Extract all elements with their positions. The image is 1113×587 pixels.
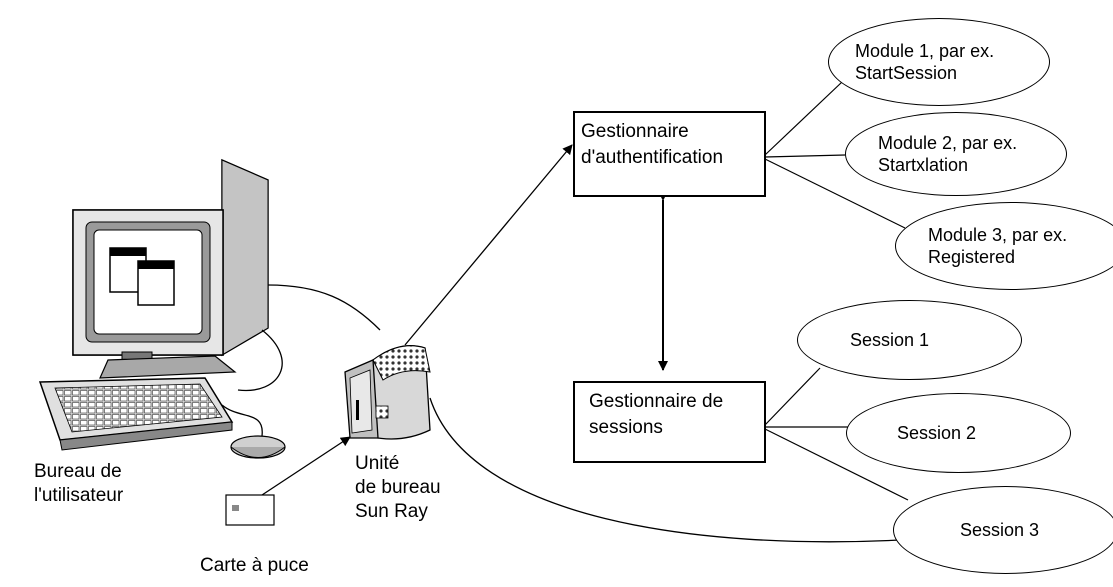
cables — [221, 284, 381, 437]
module-2-line1: Module 2, par ex. — [878, 133, 1018, 153]
module-3-line1: Module 3, par ex. — [928, 225, 1068, 245]
session-1-oval: Session 1 — [797, 300, 1022, 380]
session-2-label: Session 2 — [897, 423, 977, 443]
auth-manager-line2: d'authentification — [581, 147, 724, 168]
session-manager-line1: Gestionnaire de — [589, 391, 724, 412]
session-1-label: Session 1 — [850, 330, 930, 350]
user-desktop-label: Bureau de l'utilisateur — [34, 460, 123, 508]
authentication-manager-box: Gestionnaire d'authentification — [573, 111, 766, 197]
sun-ray-unit-label: Unité de bureau Sun Ray — [355, 452, 441, 524]
session-manager-box: Gestionnaire de sessions — [573, 381, 766, 463]
user-desktop-line2: l'utilisateur — [34, 485, 124, 506]
module-3-line2: Registered — [928, 247, 1016, 267]
session-2-oval: Session 2 — [846, 393, 1071, 473]
sun-ray-line2: de bureau — [355, 477, 441, 498]
module-2-line2: Startxlation — [878, 155, 969, 175]
module-connectors — [764, 81, 906, 229]
module-2-oval: Module 2, par ex. Startxlation — [845, 112, 1067, 196]
workstation-illustration — [38, 158, 286, 459]
card-insert-arrow — [261, 436, 351, 496]
sun-ray-unit-illustration — [344, 345, 431, 440]
sun-ray-line1: Unité — [355, 453, 400, 474]
module-1-line2: StartSession — [855, 63, 958, 83]
session-3-label: Session 3 — [960, 520, 1040, 540]
module-3-oval: Module 3, par ex. Registered — [895, 202, 1113, 290]
session3-connection — [429, 397, 901, 543]
session-connectors — [764, 367, 909, 501]
session-manager-line2: sessions — [589, 417, 663, 438]
sun-ray-line3: Sun Ray — [355, 501, 428, 522]
smart-card-label: Carte à puce — [200, 555, 309, 576]
module-1-line1: Module 1, par ex. — [855, 41, 995, 61]
auth-arrow — [404, 144, 573, 346]
auth-manager-line1: Gestionnaire — [581, 121, 689, 142]
module-1-oval: Module 1, par ex. StartSession — [828, 18, 1050, 106]
user-desktop-line1: Bureau de — [34, 461, 122, 482]
session-3-oval: Session 3 — [893, 486, 1113, 574]
